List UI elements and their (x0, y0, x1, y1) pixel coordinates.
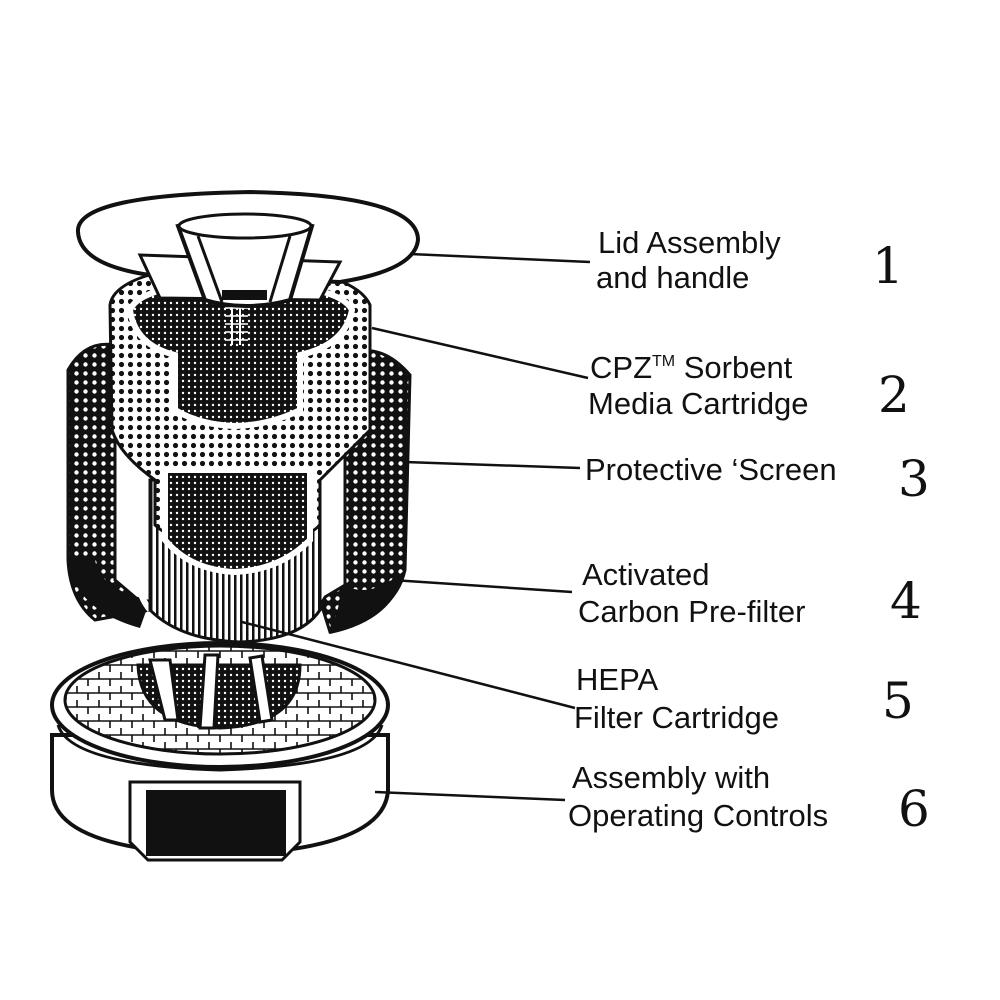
carbon-pre-filter (66, 342, 412, 634)
label-5: HEPA Filter Cartridge 5 (574, 662, 914, 735)
label-2-number: 2 (878, 366, 910, 424)
label-3-number: 3 (898, 450, 930, 508)
label-3-line-1: Protective ‘Screen (585, 452, 837, 487)
hepa-filter-cartridge (136, 653, 302, 730)
leader-lines (241, 252, 591, 802)
label-4-line-2: Carbon Pre-filter (578, 594, 805, 629)
leader-line-3 (404, 460, 581, 470)
label-2-line-1: CPZTM Sorbent (590, 350, 793, 385)
lid-assembly (76, 189, 421, 308)
label-2: CPZTM Sorbent Media Cartridge 2 (588, 350, 910, 424)
label-4-line-1: Activated (582, 557, 710, 592)
label-5-line-1: HEPA (576, 662, 658, 697)
label-6-number: 6 (898, 780, 930, 838)
cpz-sorbent-cartridge (108, 260, 372, 576)
label-6-line-1: Assembly with (572, 760, 770, 795)
label-6-line-2: Operating Controls (568, 798, 828, 833)
leader-line-5 (241, 620, 576, 710)
leader-line-1 (409, 252, 591, 264)
label-1-line-1: Lid Assembly (598, 225, 781, 260)
label-1: Lid Assembly and handle 1 (596, 225, 904, 295)
leader-line-2 (371, 326, 589, 380)
label-5-number: 5 (882, 672, 914, 730)
label-6: Assembly with Operating Controls 6 (568, 760, 930, 838)
leader-line-6 (374, 790, 566, 802)
label-3: Protective ‘Screen 3 (585, 450, 930, 508)
control-panel-display (146, 790, 286, 856)
label-4: Activated Carbon Pre-filter 4 (578, 557, 922, 630)
label-5-line-2: Filter Cartridge (574, 700, 779, 735)
label-1-number: 1 (872, 237, 904, 295)
leader-line-4 (391, 578, 573, 594)
label-4-number: 4 (890, 572, 922, 630)
label-1-line-2: and handle (596, 260, 749, 295)
label-2-line-2: Media Cartridge (588, 386, 809, 421)
